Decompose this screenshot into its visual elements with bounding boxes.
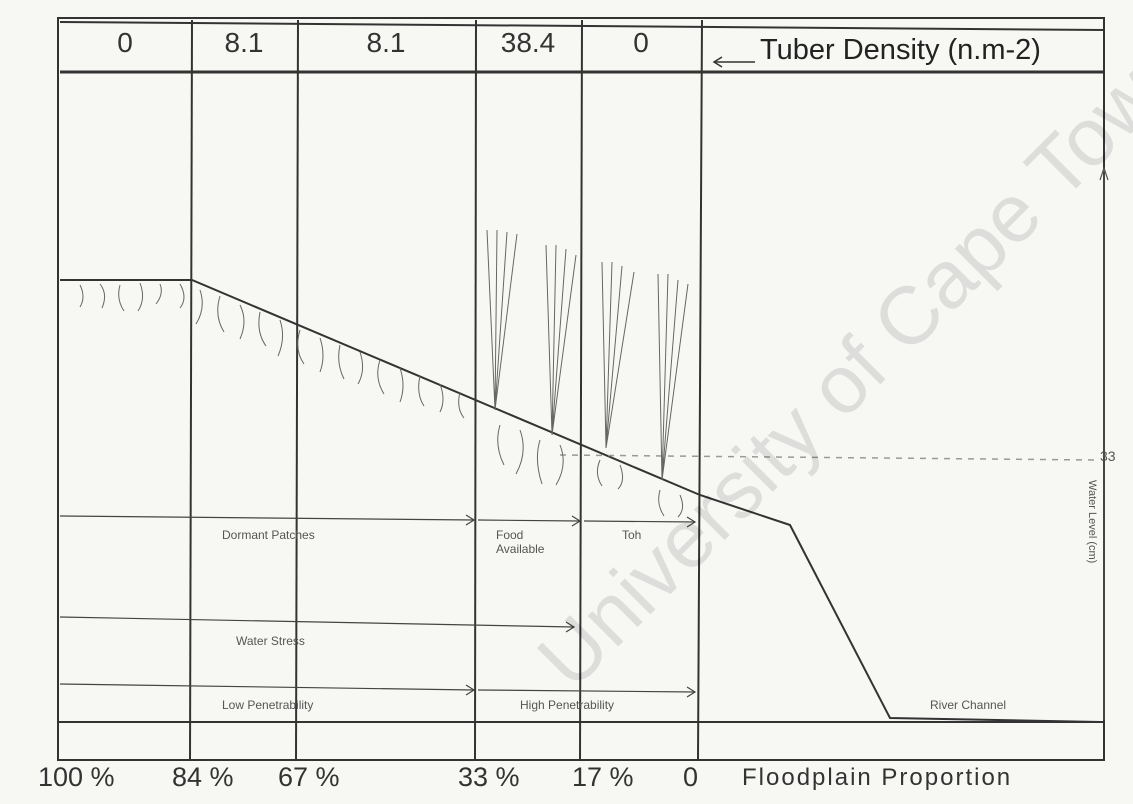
range-toh bbox=[583, 520, 696, 523]
terrain-profile bbox=[60, 279, 1101, 723]
density-cell-5: 0 bbox=[633, 27, 649, 58]
x-tick-100: 100 % bbox=[38, 762, 115, 792]
label-river-channel: River Channel bbox=[930, 698, 1007, 712]
label-food: Food Available bbox=[496, 528, 545, 556]
header-title: Tuber Density (n.m-2) bbox=[760, 34, 1041, 66]
range-arrows bbox=[59, 514, 697, 698]
label-low-pen: Low Penetrability bbox=[222, 698, 314, 712]
label-water-stress: Water Stress bbox=[236, 634, 305, 648]
label-dormant: Dormant Patches bbox=[222, 528, 315, 542]
water-level-line bbox=[559, 454, 1096, 461]
divider-0 bbox=[697, 19, 703, 761]
divider-67 bbox=[295, 19, 299, 761]
right-tick-33: 33 bbox=[1100, 448, 1116, 464]
density-cell-4: 38.4 bbox=[500, 27, 556, 58]
range-food bbox=[477, 519, 581, 522]
label-toh: Toh bbox=[622, 528, 642, 542]
x-tick-0: 0 bbox=[683, 762, 699, 792]
divider-17 bbox=[579, 19, 583, 761]
divider-33 bbox=[474, 19, 477, 761]
density-cell-1: 0 bbox=[117, 27, 133, 58]
range-high-pen bbox=[477, 689, 696, 693]
right-axis-arrow bbox=[1099, 166, 1109, 181]
density-cell-3: 8.1 bbox=[366, 27, 406, 58]
title-arrow-head bbox=[712, 56, 723, 68]
x-tick-67: 67 % bbox=[278, 762, 340, 792]
x-tick-84: 84 % bbox=[172, 762, 234, 792]
x-tick-17: 17 % bbox=[572, 762, 634, 792]
range-low-pen bbox=[59, 683, 475, 691]
range-water-stress bbox=[59, 616, 575, 628]
right-axis-label: Water Level (cm) bbox=[1086, 480, 1098, 564]
vegetation-sketch bbox=[79, 229, 689, 518]
range-dormant bbox=[59, 515, 475, 521]
x-axis-title: Floodplain Proportion bbox=[742, 764, 1013, 791]
divider-84 bbox=[189, 19, 193, 761]
density-cell-2: 8.1 bbox=[224, 27, 264, 58]
label-high-pen: High Penetrability bbox=[520, 698, 615, 712]
x-tick-33: 33 % bbox=[458, 762, 520, 792]
